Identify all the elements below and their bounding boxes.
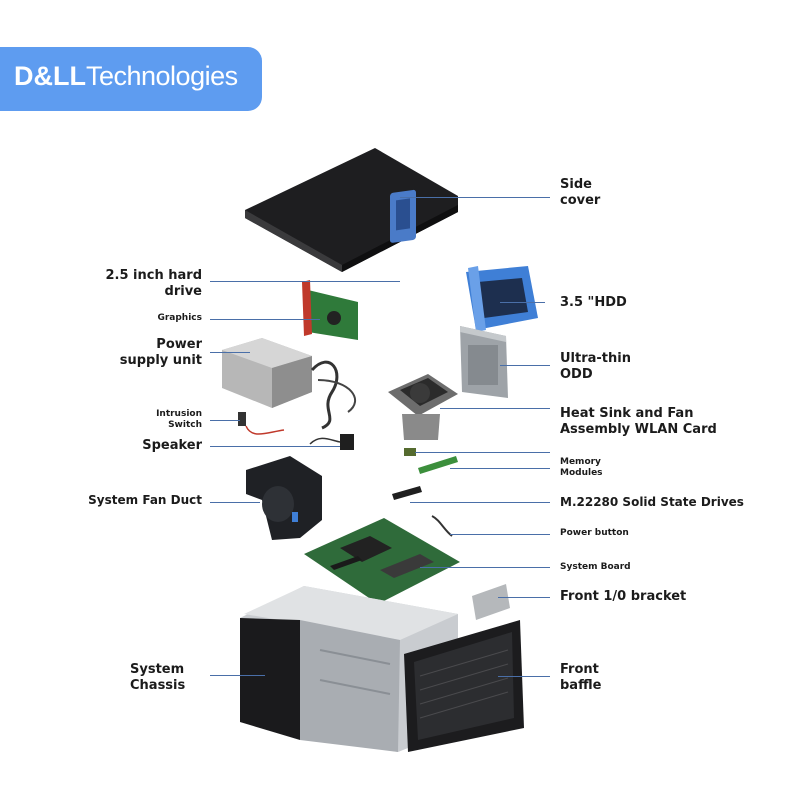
label-power-supply-line1: Power xyxy=(156,337,202,352)
label-memory-line1: Memory xyxy=(560,457,601,467)
label-memory: Memory Modules xyxy=(560,457,603,479)
label-front-baffle-line2: baffle xyxy=(560,677,602,693)
speaker-part xyxy=(309,434,354,450)
label-intrusion-switch-line1: Intrusion xyxy=(156,409,202,419)
label-power-button: Power button xyxy=(560,528,629,538)
leader-line-ssd xyxy=(410,502,550,503)
leader-line-front-baffle xyxy=(498,676,550,677)
label-chassis: System Chassis xyxy=(130,662,185,693)
label-intrusion-switch-line2: Switch xyxy=(168,419,202,430)
leader-line-system-board xyxy=(420,567,550,568)
label-side-cover-line1: Side xyxy=(560,177,592,192)
front-baffle-part xyxy=(404,620,524,752)
wlan-card-part xyxy=(404,448,416,456)
ssd-part xyxy=(392,486,422,500)
label-speaker: Speaker xyxy=(142,438,202,453)
label-memory-line2: Modules xyxy=(560,467,603,478)
label-system-board: System Board xyxy=(560,562,631,572)
odd-part xyxy=(460,326,508,398)
side-cover-part xyxy=(245,148,458,272)
label-side-cover-line2: cover xyxy=(560,192,601,208)
fan-duct-part xyxy=(246,456,322,540)
label-hard-drive-25: 2.5 inch hard drive xyxy=(106,268,203,299)
label-hard-drive-25-line1: 2.5 inch hard xyxy=(105,268,203,283)
label-heat-sink-line1: Heat Sink and Fan xyxy=(560,406,694,421)
logo-text: D&LLTechnologies xyxy=(14,61,238,92)
label-fan-duct: System Fan Duct xyxy=(88,493,202,507)
system-board-part xyxy=(304,518,460,604)
graphics-card-part xyxy=(302,280,358,340)
label-power-supply-line2: supply unit xyxy=(119,352,202,368)
label-hdd-35: 3.5 "HDD xyxy=(560,295,627,310)
power-supply-part xyxy=(222,338,356,430)
leader-line-wlan xyxy=(415,452,550,453)
leader-line-memory xyxy=(450,468,550,469)
label-heat-sink-line2: Assembly WLAN Card xyxy=(560,421,717,437)
leader-line-power-supply xyxy=(210,352,250,353)
front-io-bracket-part xyxy=(472,584,510,620)
hard-drive-25-part xyxy=(390,189,416,243)
label-front-bracket: Front 1/0 bracket xyxy=(560,589,687,604)
leader-line-graphics xyxy=(210,319,320,320)
dell-technologies-logo: D&LLTechnologies xyxy=(0,47,262,111)
system-chassis-part xyxy=(240,586,458,752)
leader-line-heat-sink xyxy=(440,408,550,409)
leader-line-power-button xyxy=(450,534,550,535)
memory-module-part xyxy=(418,456,458,474)
logo-technologies: Technologies xyxy=(85,61,238,91)
logo-dell: D&LL xyxy=(14,61,86,91)
power-button-part xyxy=(431,515,453,537)
label-odd-line1: Ultra-thin xyxy=(560,351,631,366)
label-chassis-line2: Chassis xyxy=(130,677,186,693)
label-intrusion-switch: Intrusion Switch xyxy=(156,409,202,431)
label-front-baffle: Front baffle xyxy=(560,662,601,693)
label-heat-sink: Heat Sink and Fan Assembly WLAN Card xyxy=(560,406,717,437)
intrusion-switch-part xyxy=(238,412,285,435)
leader-line-odd xyxy=(500,365,550,366)
leader-line-hdd-35 xyxy=(500,302,545,303)
label-hard-drive-25-line2: drive xyxy=(164,283,202,299)
label-power-supply: Power supply unit xyxy=(120,337,202,368)
leader-line-hard-drive-25 xyxy=(210,281,400,282)
label-graphics: Graphics xyxy=(157,313,202,323)
leader-line-fan-duct xyxy=(210,502,260,503)
hdd-35-part xyxy=(466,266,538,332)
label-ssd: M.22280 Solid State Drives xyxy=(560,495,744,509)
label-odd: Ultra-thin ODD xyxy=(560,351,631,382)
heat-sink-part xyxy=(388,374,458,440)
leader-line-speaker xyxy=(210,446,340,447)
label-chassis-line1: System xyxy=(130,662,185,677)
leader-line-side-cover xyxy=(400,197,550,198)
label-side-cover: Side cover xyxy=(560,177,600,208)
label-odd-line2: ODD xyxy=(560,366,593,382)
label-front-baffle-line1: Front xyxy=(560,662,599,677)
leader-line-front-bracket xyxy=(498,597,550,598)
leader-line-chassis xyxy=(210,675,265,676)
leader-line-intrusion-switch xyxy=(210,420,240,421)
